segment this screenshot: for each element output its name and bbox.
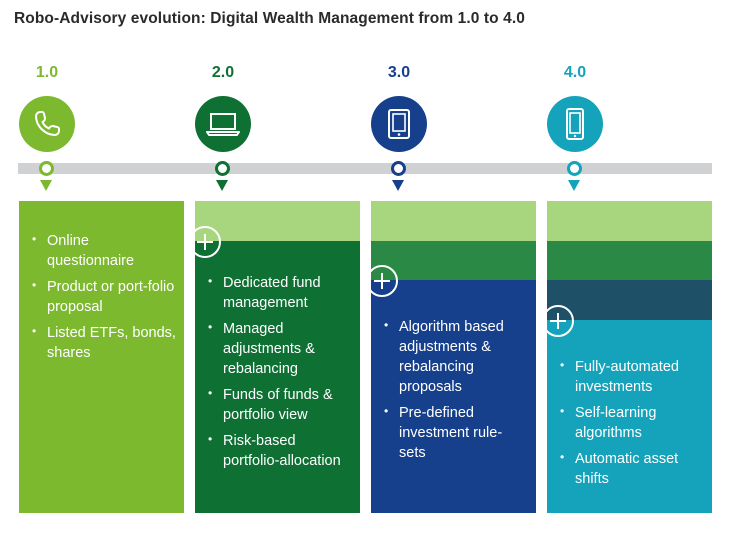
timeline-marker-4 — [567, 161, 582, 176]
list-item: Dedicated fund management — [195, 273, 360, 313]
list-item: Listed ETFs, bonds, shares — [19, 323, 184, 363]
stage-3-card: Algorithm based adjustments & rebalancin… — [371, 201, 536, 513]
smartphone-icon — [547, 96, 603, 152]
phone-icon — [19, 96, 75, 152]
tablet-icon — [371, 96, 427, 152]
list-item: Pre-defined investment rule-sets — [371, 403, 536, 463]
stage-4-number: 4.0 — [563, 64, 587, 81]
stage-1-list: Online questionnaire Product or port-fol… — [19, 231, 184, 369]
stage-1-number: 1.0 — [35, 64, 59, 81]
list-item: Fully-automated investments — [547, 357, 712, 397]
stage-4-band-2 — [547, 241, 712, 280]
list-item: Funds of funds & portfolio view — [195, 385, 360, 425]
plus-icon — [366, 265, 398, 297]
timeline-arrow-4 — [568, 180, 580, 191]
stage-2-card: Dedicated fund management Managed adjust… — [195, 201, 360, 513]
stage-4-list: Fully-automated investments Self-learnin… — [547, 357, 712, 495]
timeline-marker-2 — [215, 161, 230, 176]
timeline-bar — [18, 163, 712, 174]
list-item: Managed adjustments & rebalancing — [195, 319, 360, 379]
stage-4-band-1 — [547, 201, 712, 241]
stage-4-card: Fully-automated investments Self-learnin… — [547, 201, 712, 513]
stage-3-band-1 — [371, 201, 536, 241]
stage-2-band-1 — [195, 201, 360, 241]
list-item: Automatic asset shifts — [547, 449, 712, 489]
stage-3-number: 3.0 — [387, 64, 411, 81]
laptop-icon — [195, 96, 251, 152]
plus-icon — [542, 305, 574, 337]
stage-4-band-3 — [547, 280, 712, 320]
timeline-arrow-2 — [216, 180, 228, 191]
list-item: Algorithm based adjustments & rebalancin… — [371, 317, 536, 397]
list-item: Self-learning algorithms — [547, 403, 712, 443]
stage-3-band-2 — [371, 241, 536, 280]
timeline-arrow-1 — [40, 180, 52, 191]
list-item: Risk-based portfolio-allocation — [195, 431, 360, 471]
diagram-title: Robo-Advisory evolution: Digital Wealth … — [14, 10, 525, 27]
timeline-marker-1 — [39, 161, 54, 176]
stage-1-card: Online questionnaire Product or port-fol… — [19, 201, 184, 513]
list-item: Online questionnaire — [19, 231, 184, 271]
stage-2-number: 2.0 — [211, 64, 235, 81]
plus-icon — [189, 226, 221, 258]
stage-2-list: Dedicated fund management Managed adjust… — [195, 273, 360, 477]
timeline-marker-3 — [391, 161, 406, 176]
timeline-arrow-3 — [392, 180, 404, 191]
list-item: Product or port-folio proposal — [19, 277, 184, 317]
stage-3-list: Algorithm based adjustments & rebalancin… — [371, 317, 536, 469]
